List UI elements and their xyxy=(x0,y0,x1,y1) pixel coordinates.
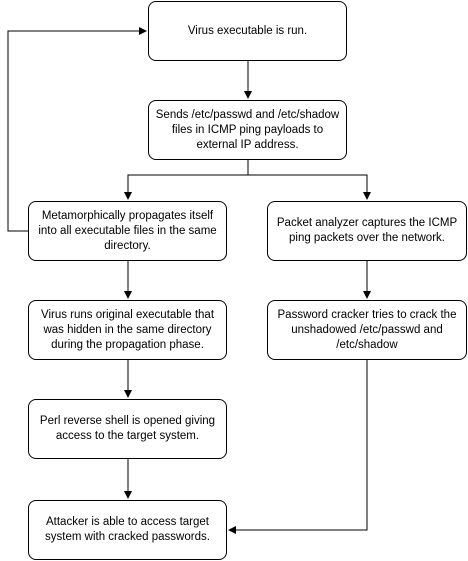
node-sends-passwd-shadow: Sends /etc/passwd and /etc/shadow files … xyxy=(148,100,347,160)
arrow-cracker-to-attacker xyxy=(228,360,368,534)
node-packet-analyzer: Packet analyzer captures the ICMP ping p… xyxy=(267,201,467,261)
node-run-original-executable: Virus runs original executable that was … xyxy=(28,300,227,360)
node-password-cracker: Password cracker tries to crack the unsh… xyxy=(267,300,467,360)
arrow-sends-to-analyzer xyxy=(248,174,371,200)
node-metamorphic-propagation: Metamorphically propagates itself into a… xyxy=(28,201,227,261)
arrow-propagates-loop-to-run xyxy=(7,27,147,232)
arrow-sends-to-propagates xyxy=(124,160,249,200)
node-attacker-access: Attacker is able to access target system… xyxy=(28,500,227,560)
node-perl-reverse-shell: Perl reverse shell is opened giving acce… xyxy=(28,399,227,459)
node-virus-run: Virus executable is run. xyxy=(148,1,347,61)
